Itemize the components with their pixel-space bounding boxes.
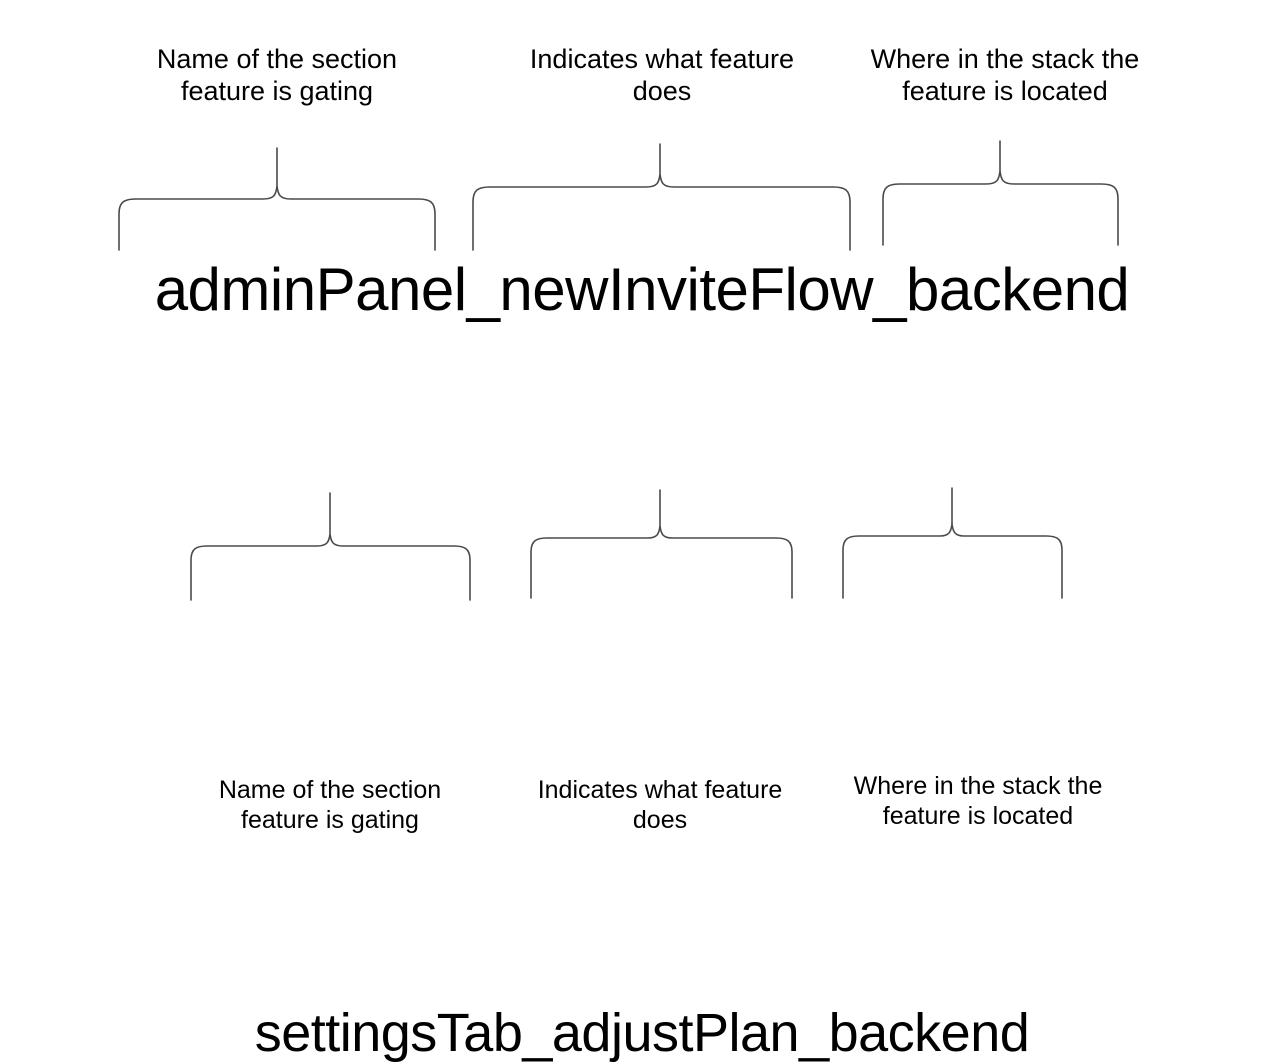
naming-convention-group-1: Name of the section feature is gating In… (0, 0, 1284, 380)
segment-caption-stack-location: Where in the stack the feature is locate… (870, 44, 1140, 106)
segment-caption-section-name: Name of the section feature is gating (156, 44, 398, 106)
curly-brace-1-1 (118, 147, 436, 251)
naming-convention-group-2: Name of the section feature is gating In… (0, 380, 1284, 1061)
segment-caption-section-name: Name of the section feature is gating (218, 776, 442, 834)
feature-flag-identifier-2: settingsTab_adjustPlan_backend (254, 1003, 1030, 1063)
segment-caption-feature-behavior: Indicates what feature does (537, 776, 783, 834)
curly-brace-2-1 (190, 492, 471, 601)
curly-brace-2-2 (530, 489, 793, 599)
segment-caption-stack-location: Where in the stack the feature is locate… (853, 772, 1103, 830)
curly-brace-1-3 (882, 140, 1119, 246)
curly-brace-1-2 (472, 143, 851, 251)
feature-flag-identifier-1: adminPanel_newInviteFlow_backend (154, 256, 1130, 323)
curly-brace-2-3 (842, 487, 1063, 599)
segment-caption-feature-behavior: Indicates what feature does (529, 44, 795, 106)
